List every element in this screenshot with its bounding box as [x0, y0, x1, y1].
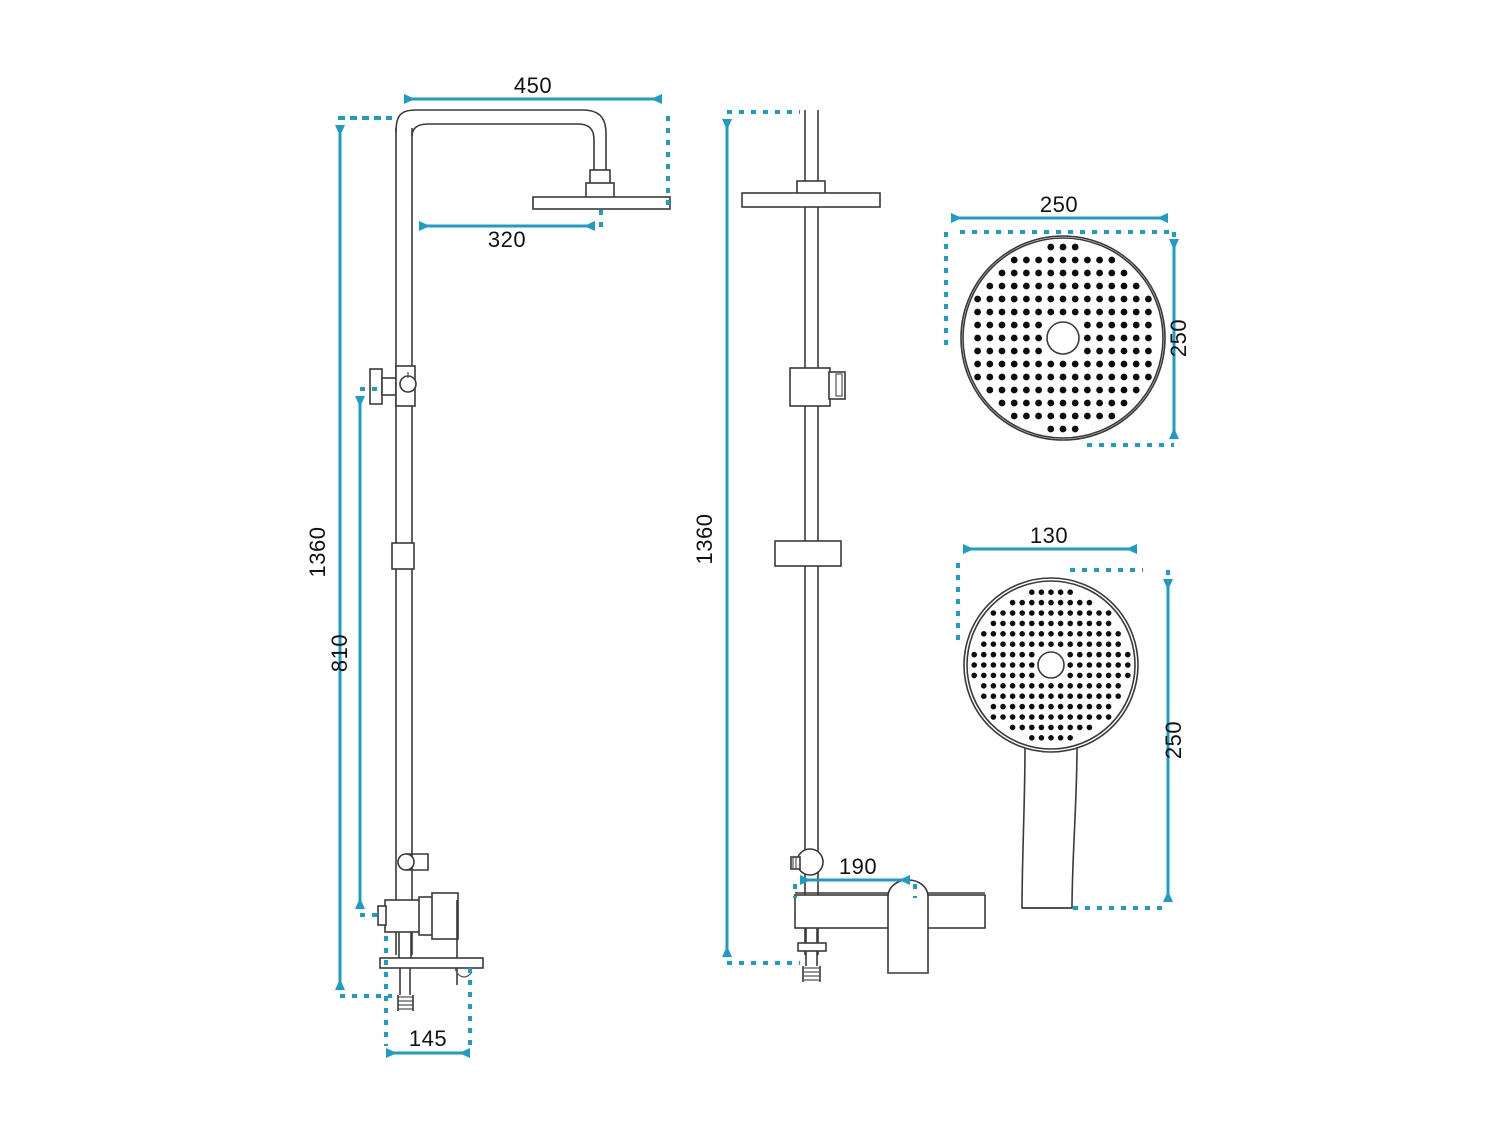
dimension-250-rain-width: 250	[944, 192, 1174, 345]
mixer-valve-body	[377, 892, 459, 940]
slider-holder	[391, 542, 415, 570]
dimension-1360-front-label: 1360	[305, 527, 330, 578]
dimension-130-hand-width: 130	[956, 523, 1143, 645]
dimension-810: 810	[327, 387, 380, 917]
dimension-190-label: 190	[839, 854, 877, 879]
rain-head-nozzle-grid	[974, 243, 1152, 433]
dimension-320: 320	[419, 210, 603, 252]
hand-shower-inner-circle	[966, 580, 1136, 750]
dimension-250-rain-height-label: 250	[1166, 319, 1191, 357]
dimension-145-label: 145	[409, 1026, 447, 1051]
hand-shower-hook-side	[790, 848, 824, 876]
dimension-130-hand-width-label: 130	[1030, 523, 1068, 548]
hand-shower-outer-circle	[963, 577, 1139, 753]
dimension-250-hand-length-label: 250	[1161, 721, 1186, 759]
hose-connection-side	[797, 928, 827, 982]
dimension-250-rain-height: 250	[1087, 232, 1191, 447]
dimension-320-label: 320	[488, 227, 526, 252]
mixer-lever-handle	[379, 900, 484, 985]
mixer-lever-handle-side	[887, 879, 929, 974]
rain-shower-head-view: 250 250	[944, 192, 1191, 447]
riser-rail-side	[804, 110, 819, 955]
dimension-250-rain-width-label: 250	[1040, 192, 1078, 217]
shower-arm-connector	[585, 169, 615, 199]
dimension-1360-side: 1360	[692, 110, 800, 965]
hand-shower-handle	[1021, 747, 1078, 909]
riser-rail	[395, 128, 413, 955]
dimension-450-label: 450	[514, 73, 552, 98]
dimension-250-hand-length: 250	[1073, 570, 1186, 910]
dimension-810-label: 810	[327, 634, 352, 672]
hand-shower-nozzle-grid	[971, 589, 1131, 741]
dimension-145: 145	[384, 936, 472, 1058]
wall-bracket	[369, 365, 417, 407]
rain-head-inner-circle	[962, 237, 1164, 439]
hose-connection	[397, 932, 414, 1011]
rain-head-center-hub	[1046, 321, 1080, 355]
hand-shower-center-hub	[1037, 651, 1065, 679]
front-elevation-view: 450 320 1360 810	[305, 73, 671, 1058]
rain-shower-head-edge	[532, 196, 671, 210]
hand-shower-view: 130 250	[956, 523, 1186, 910]
dimension-1360-front: 1360	[305, 116, 392, 998]
slider-holder-side	[774, 540, 842, 567]
wall-bracket-side	[789, 367, 846, 407]
rain-shower-head-edge-side	[741, 192, 881, 208]
hand-shower-hook	[397, 853, 429, 871]
dimension-190: 190	[793, 854, 917, 898]
side-elevation-view: 1360 190	[692, 110, 986, 982]
shower-arm-elbow	[395, 109, 607, 180]
dimension-1360-side-label: 1360	[692, 514, 717, 565]
dimension-450: 450	[338, 73, 670, 205]
rain-head-outer-circle	[960, 235, 1166, 441]
